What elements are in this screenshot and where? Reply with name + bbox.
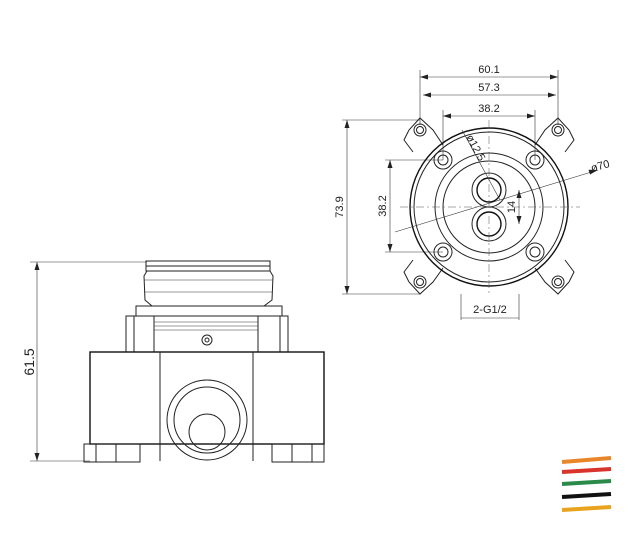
logo-stripe-2 bbox=[561, 467, 612, 474]
brand-logo bbox=[561, 456, 612, 512]
dim-line-38-2-top: 38.2 bbox=[442, 103, 536, 160]
logo-stripe-1 bbox=[561, 456, 612, 464]
dim-line-61-5: 61.5 bbox=[21, 261, 147, 462]
top-view: 60.1 57.3 38.2 73.9 bbox=[334, 64, 611, 320]
dim-line-57-3: 57.3 bbox=[423, 82, 556, 98]
dim-label-57-3: 57.3 bbox=[478, 82, 499, 94]
dim-label-60-1: 60.1 bbox=[478, 64, 499, 76]
dim-label-port-spacing: 14 bbox=[506, 201, 518, 213]
dim-label-thread: 2-G1/2 bbox=[473, 304, 507, 316]
logo-stripe-4 bbox=[561, 492, 612, 499]
dim-port-diameter: ø12.5 bbox=[461, 129, 501, 201]
logo-stripe-3 bbox=[561, 479, 612, 486]
dim-thread: 2-G1/2 bbox=[460, 294, 520, 320]
dim-label-port-dia: ø12.5 bbox=[463, 133, 487, 163]
dim-label-body-dia: ø70 bbox=[590, 158, 612, 175]
dim-line-73-9: 73.9 bbox=[334, 119, 420, 295]
dim-label-38-2-top: 38.2 bbox=[478, 103, 499, 115]
mounting-flange bbox=[403, 117, 575, 295]
dim-line-38-2-side: 38.2 bbox=[377, 159, 443, 253]
mounting-holes bbox=[413, 123, 565, 289]
threaded-collar bbox=[125, 305, 289, 353]
dim-port-spacing: 14 bbox=[506, 190, 522, 224]
center-lines bbox=[400, 120, 580, 296]
logo-stripe-5 bbox=[561, 505, 612, 512]
side-view: 61.5 bbox=[21, 260, 325, 463]
dim-body-diameter: ø70 bbox=[394, 158, 612, 233]
dim-label-73-9: 73.9 bbox=[334, 196, 346, 217]
dim-line-60-1: 60.1 bbox=[419, 64, 559, 125]
valve-box-body bbox=[83, 351, 325, 463]
dim-label-61-5: 61.5 bbox=[21, 348, 37, 375]
dim-label-38-2-side: 38.2 bbox=[377, 195, 389, 216]
valve-cap bbox=[143, 260, 274, 307]
